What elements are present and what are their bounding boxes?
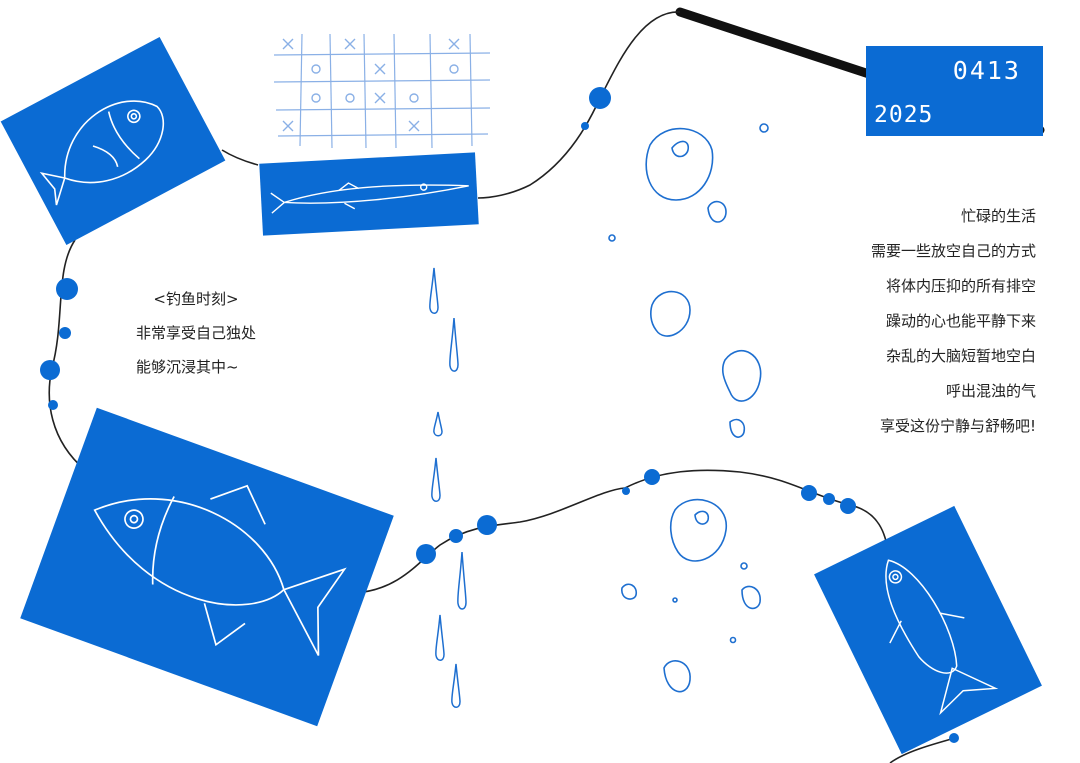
fishing-note-line: 非常享受自己独处 [136, 324, 257, 342]
tic-tac-toe-x-mark [344, 38, 356, 50]
raindrops [429, 267, 467, 709]
fish-drawing-icon [93, 484, 347, 656]
raindrop [433, 411, 443, 437]
poem-line: 需要一些放空自己的方式 [870, 242, 1036, 260]
tic-tac-toe-o-mark [311, 64, 321, 74]
raindrop [431, 457, 441, 503]
poem-line: 躁动的心也能平静下来 [885, 312, 1036, 330]
tic-tac-toe-o-mark [311, 93, 321, 103]
tic-tac-toe-o-mark [449, 64, 459, 74]
poem-line: 杂乱的大脑短暂地空白 [885, 347, 1036, 365]
date-month-day: 0413 [952, 56, 1021, 85]
poem: 忙碌的生活 需要一些放空自己的方式 将体内压抑的所有排空 躁动的心也能平静下来 … [796, 204, 1036, 449]
tic-tac-toe-x-mark [408, 120, 420, 132]
tic-tac-toe-x-mark [448, 38, 460, 50]
date-badge: 0413 2025 [866, 46, 1043, 136]
tic-tac-toe-o-mark [409, 93, 419, 103]
poem-line: 呼出混浊的气 [945, 382, 1036, 400]
poem-line: 忙碌的生活 [960, 207, 1036, 225]
raindrop [449, 317, 459, 372]
tic-tac-toe-x-mark [374, 63, 386, 75]
raindrop [457, 551, 467, 610]
tic-tac-toe-x-mark [282, 120, 294, 132]
water-blobs [608, 123, 769, 693]
tic-tac-toe-grid [273, 33, 491, 149]
poem-line: 享受这份宁静与舒畅吧! [879, 417, 1036, 435]
tic-tac-toe-marks [282, 38, 460, 132]
tuna-drawing-icon [885, 559, 999, 716]
raindrop [451, 663, 461, 709]
fishing-note-title: <钓鱼时刻> [153, 290, 239, 308]
raindrop [429, 267, 439, 314]
fishing-note: <钓鱼时刻> 非常享受自己独处 能够沉浸其中~ [136, 287, 306, 389]
tic-tac-toe-x-mark [282, 38, 294, 50]
fish-card-1 [0, 36, 226, 246]
fish-card-2 [259, 152, 479, 236]
tic-tac-toe-x-mark [374, 92, 386, 104]
fish-drawing-icon [39, 100, 165, 206]
tic-tac-toe-o-mark [345, 93, 355, 103]
needlefish-drawing-icon [270, 182, 469, 214]
date-year: 2025 [874, 102, 934, 128]
fish-card-3 [20, 407, 394, 727]
fishing-note-line: 能够沉浸其中~ [136, 358, 239, 376]
raindrop [435, 614, 445, 661]
fish-card-4 [814, 505, 1042, 755]
bobbers [40, 87, 959, 743]
poem-line: 将体内压抑的所有排空 [885, 277, 1036, 295]
